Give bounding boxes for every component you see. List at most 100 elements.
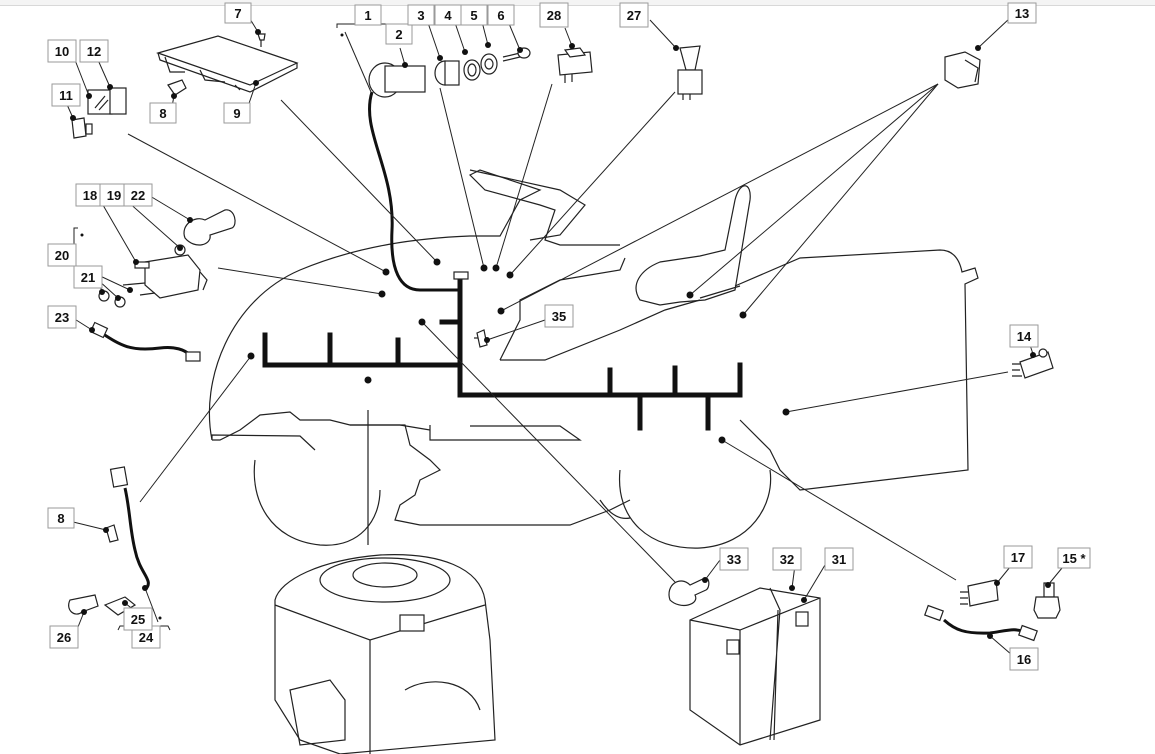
tractor-outline — [208, 169, 979, 549]
callout-33: 33 — [719, 547, 749, 571]
callout-27: 27 — [619, 2, 649, 28]
callout-number: 25 — [131, 612, 145, 627]
callout-21: 21 — [73, 265, 103, 289]
callout-13: 13 — [1007, 2, 1037, 24]
solenoid-assembly — [98, 244, 208, 308]
callout-number: 9 — [233, 106, 240, 121]
callout-4: 4 — [434, 4, 462, 26]
control-board — [156, 35, 299, 93]
clip-part-top — [167, 79, 187, 96]
callout-number: 22 — [131, 188, 145, 203]
callout-26: 26 — [49, 625, 79, 649]
callout-3: 3 — [407, 4, 435, 26]
relay-part — [87, 87, 127, 115]
callout-box — [47, 243, 77, 267]
micro-switch-14 — [1012, 348, 1054, 379]
callout-7: 7 — [224, 2, 252, 24]
callout-number: 8 — [159, 106, 166, 121]
callout-8a: 8 — [149, 102, 177, 124]
fuse-holder — [71, 117, 93, 139]
callout-19: 19 — [99, 183, 129, 207]
harness-connector — [453, 271, 469, 280]
callout-box — [1009, 647, 1039, 671]
callout-box — [385, 23, 413, 45]
callout-box — [407, 4, 435, 26]
callout-box — [619, 2, 649, 28]
jumper-cable-16 — [924, 604, 1038, 642]
callout-number: 26 — [57, 630, 71, 645]
terminal-boot-cap — [183, 209, 236, 246]
pressure-sensor-15 — [1033, 582, 1061, 619]
callout-22: 22 — [123, 183, 153, 207]
callout-5: 5 — [460, 4, 488, 26]
callout-number: 23 — [55, 310, 69, 325]
callout-box — [460, 4, 488, 26]
callout-number: 3 — [417, 8, 424, 23]
callout-number: 1 — [364, 8, 371, 23]
callout-number: 20 — [55, 248, 69, 263]
callout-box — [123, 183, 153, 207]
main-wiring-harness — [262, 91, 743, 431]
callout-number: 16 — [1017, 652, 1031, 667]
clip-part-lower — [105, 524, 119, 543]
callout-10: 10 — [47, 39, 77, 63]
callout-box — [1003, 545, 1033, 569]
callout-number: 6 — [497, 8, 504, 23]
callout-number: 2 — [395, 27, 402, 42]
seat-switch-17 — [960, 579, 999, 607]
callout-8b: 8 — [47, 507, 75, 529]
callout-box — [354, 4, 382, 26]
callout-35: 35 — [544, 304, 574, 328]
callout-9: 9 — [223, 102, 251, 124]
callout-number: 24 — [139, 630, 154, 645]
callout-31: 31 — [824, 547, 854, 571]
callout-box — [47, 507, 75, 529]
terminal-boot-cap-33 — [668, 577, 710, 607]
callout-number: 18 — [83, 188, 97, 203]
callout-number: 8 — [57, 511, 64, 526]
callout-15: 15 * — [1057, 547, 1091, 569]
callout-number: 10 — [55, 44, 69, 59]
pto-knob — [677, 45, 703, 100]
jumper-cable-23 — [89, 321, 201, 362]
callout-box — [772, 547, 802, 571]
callout-number: 12 — [87, 44, 101, 59]
leader-lines — [64, 13, 1063, 656]
callout-number: 35 — [552, 309, 566, 324]
callout-1: 1 — [354, 4, 382, 26]
callout-box — [539, 2, 569, 28]
callout-number: 32 — [780, 552, 794, 567]
callout-number: 11 — [59, 88, 73, 103]
callout-2: 2 — [385, 23, 413, 45]
callout-number: 5 — [470, 8, 477, 23]
callout-number: 15 * — [1062, 551, 1086, 566]
callout-number: 7 — [234, 6, 241, 21]
callout-box — [719, 547, 749, 571]
top-edge-bar — [0, 0, 1155, 6]
key-part — [257, 33, 266, 47]
callout-box — [47, 305, 77, 329]
callout-17: 17 — [1003, 545, 1033, 569]
callout-25: 25 — [123, 607, 153, 631]
callout-number: 19 — [107, 188, 121, 203]
callout-number: 27 — [627, 8, 641, 23]
callout-16: 16 — [1009, 647, 1039, 671]
callout-number: 31 — [832, 552, 846, 567]
engine — [274, 554, 496, 754]
callout-28: 28 — [539, 2, 569, 28]
callout-box — [51, 83, 81, 107]
callout-14: 14 — [1009, 324, 1039, 348]
cable-clip-35 — [474, 329, 488, 348]
callout-6: 6 — [487, 4, 515, 26]
callout-box — [73, 265, 103, 289]
callout-box — [1007, 2, 1037, 24]
callout-box — [224, 2, 252, 24]
rocker-switch — [557, 47, 593, 83]
callout-32: 32 — [772, 547, 802, 571]
callout-number: 28 — [547, 8, 561, 23]
callout-box — [824, 547, 854, 571]
callout-box — [1057, 547, 1091, 569]
callout-number: 17 — [1011, 550, 1025, 565]
